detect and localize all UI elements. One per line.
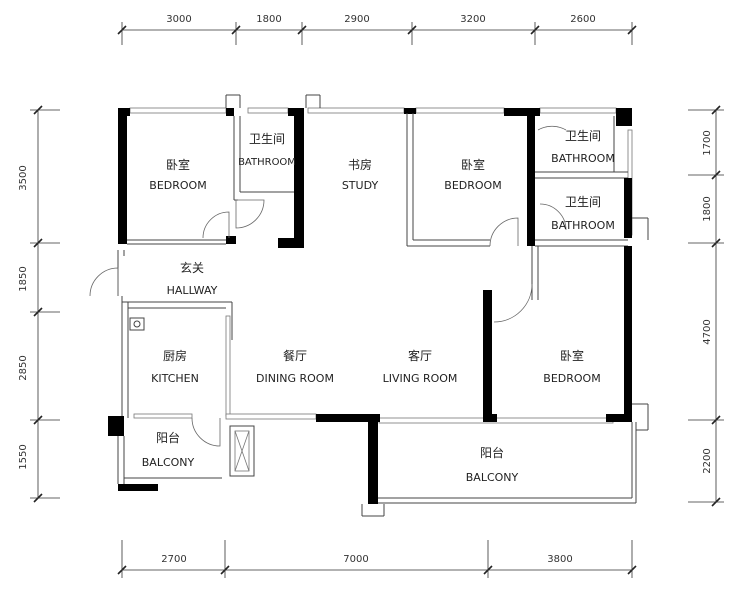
top-dimension-line: 3000 1800 2900 3200 2600: [117, 14, 637, 45]
room-name-cn: 餐厅: [283, 348, 307, 363]
left-dimension-line: 3500 1850 2850 1550: [18, 105, 60, 503]
room-name-en: HALLWAY: [167, 284, 218, 297]
room-name-en: STUDY: [342, 179, 379, 192]
bottom-dim-2: 7000: [343, 554, 368, 565]
room-name-cn: 厨房: [163, 348, 187, 363]
room-name-en: BALCONY: [142, 456, 195, 469]
room-bedroom-2: 卧室 BEDROOM: [444, 157, 501, 192]
room-name-en: BALCONY: [466, 471, 519, 484]
room-name-cn: 卧室: [461, 157, 485, 172]
room-bathroom-1: 卫生间 BATHROOM: [238, 132, 296, 168]
top-dim-3: 2900: [344, 14, 369, 25]
bottom-dimension-line: 2700 7000 3800: [117, 540, 637, 578]
room-balcony-2: 阳台 BALCONY: [466, 445, 519, 484]
left-dim-2: 1850: [18, 266, 29, 291]
top-dim-1: 3000: [166, 14, 191, 25]
room-hallway: 玄关 HALLWAY: [167, 260, 218, 297]
room-name-en: BEDROOM: [444, 179, 501, 192]
bottom-dim-3: 3800: [547, 554, 572, 565]
room-balcony-1: 阳台 BALCONY: [142, 430, 195, 469]
room-bedroom-1: 卧室 BEDROOM: [149, 157, 206, 192]
left-dim-4: 1550: [18, 444, 29, 469]
room-name-en: BATHROOM: [551, 152, 615, 165]
right-dim-3: 4700: [702, 319, 713, 344]
room-name-en: BATHROOM: [238, 157, 296, 168]
room-name-en: KITCHEN: [151, 372, 199, 385]
right-dim-2: 1800: [702, 196, 713, 221]
room-name-cn: 客厅: [408, 348, 432, 363]
room-living: 客厅 LIVING ROOM: [383, 348, 458, 385]
left-dim-3: 2850: [18, 355, 29, 380]
right-dim-1: 1700: [702, 130, 713, 155]
room-name-en: BATHROOM: [551, 219, 615, 232]
room-name-en: BEDROOM: [149, 179, 206, 192]
right-dim-4: 2200: [702, 448, 713, 473]
room-name-en: BEDROOM: [543, 372, 600, 385]
left-dim-1: 3500: [18, 165, 29, 190]
room-name-cn: 卫生间: [565, 195, 601, 209]
room-name-en: DINING ROOM: [256, 372, 334, 385]
doors: [89, 125, 567, 447]
room-bathroom-2: 卫生间 BATHROOM: [551, 129, 615, 165]
walls: [108, 94, 649, 517]
room-name-cn: 卧室: [560, 348, 584, 363]
room-study: 书房 STUDY: [342, 157, 379, 192]
room-dining: 餐厅 DINING ROOM: [256, 348, 334, 385]
top-dim-4: 3200: [460, 14, 485, 25]
room-bedroom-3: 卧室 BEDROOM: [543, 348, 600, 385]
room-labels: 卧室 BEDROOM 卫生间 BATHROOM 书房 STUDY 卧室 BEDR…: [142, 129, 615, 484]
room-name-cn: 玄关: [180, 260, 204, 275]
room-name-cn: 卫生间: [249, 132, 285, 146]
room-name-cn: 卫生间: [565, 129, 601, 143]
bottom-dim-1: 2700: [161, 554, 186, 565]
room-kitchen: 厨房 KITCHEN: [151, 348, 199, 385]
right-dimension-line: 1700 1800 4700 2200: [688, 105, 724, 507]
room-name-cn: 书房: [348, 157, 372, 172]
room-name-cn: 阳台: [156, 430, 180, 445]
room-name-cn: 阳台: [480, 445, 504, 460]
room-name-cn: 卧室: [166, 157, 190, 172]
room-name-en: LIVING ROOM: [383, 372, 458, 385]
room-bathroom-3: 卫生间 BATHROOM: [551, 195, 615, 232]
top-dim-5: 2600: [570, 14, 595, 25]
top-dim-2: 1800: [256, 14, 281, 25]
